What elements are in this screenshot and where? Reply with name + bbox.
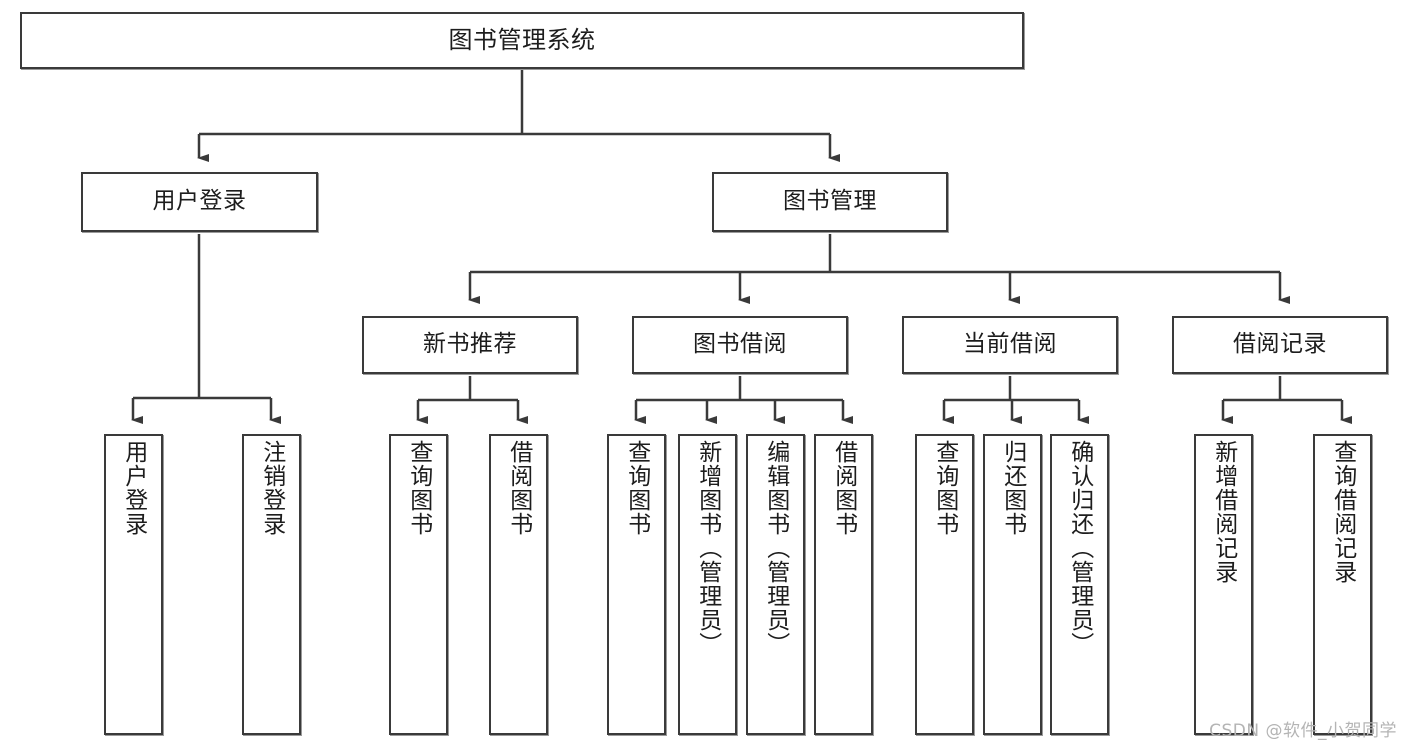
leaf-book-edit-admin[interactable]: 编辑图书（管理员） [746,434,805,735]
leaf-new-book-query[interactable]: 查询图书 [389,434,448,735]
leaf-new-book-query-label: 查询图书 [405,440,432,536]
leaf-user-login-label: 用户登录 [120,440,147,536]
leaf-current-return-label: 归还图书 [999,440,1026,536]
leaf-current-query-label: 查询图书 [931,440,958,536]
node-book-manage[interactable]: 图书管理 [712,172,948,232]
leaf-logout[interactable]: 注销登录 [242,434,301,735]
leaf-current-query[interactable]: 查询图书 [915,434,974,735]
leaf-book-add-admin-label: 新增图书（管理员） [694,440,721,656]
node-borrow-record-label: 借阅记录 [1233,331,1327,358]
leaf-book-borrow-query[interactable]: 查询图书 [607,434,666,735]
node-root-system[interactable]: 图书管理系统 [20,12,1024,69]
node-book-borrow[interactable]: 图书借阅 [632,316,848,374]
node-new-book-recommend[interactable]: 新书推荐 [362,316,578,374]
node-new-book-recommend-label: 新书推荐 [423,331,517,358]
leaf-confirm-return-admin-label: 确认归还（管理员） [1066,440,1093,656]
watermark-text: CSDN @软件_小贺同学 [1209,721,1397,741]
leaf-logout-label: 注销登录 [258,440,285,536]
node-borrow-record[interactable]: 借阅记录 [1172,316,1388,374]
leaf-book-edit-admin-label: 编辑图书（管理员） [762,440,789,656]
leaf-book-borrow-query-label: 查询图书 [623,440,650,536]
node-user-login-label: 用户登录 [152,188,247,215]
leaf-confirm-return-admin[interactable]: 确认归还（管理员） [1050,434,1109,735]
node-book-manage-label: 图书管理 [783,188,877,215]
node-book-borrow-label: 图书借阅 [693,331,787,358]
leaf-book-borrow-action[interactable]: 借阅图书 [814,434,873,735]
node-current-borrow-label: 当前借阅 [963,331,1057,358]
leaf-new-book-borrow[interactable]: 借阅图书 [489,434,548,735]
leaf-user-login[interactable]: 用户登录 [104,434,163,735]
leaf-current-return[interactable]: 归还图书 [983,434,1042,735]
node-user-login[interactable]: 用户登录 [81,172,318,232]
leaf-book-borrow-action-label: 借阅图书 [830,440,857,536]
leaf-record-add[interactable]: 新增借阅记录 [1194,434,1253,735]
node-current-borrow[interactable]: 当前借阅 [902,316,1118,374]
leaf-new-book-borrow-label: 借阅图书 [505,440,532,536]
leaf-record-add-label: 新增借阅记录 [1210,440,1237,584]
leaf-book-add-admin[interactable]: 新增图书（管理员） [678,434,737,735]
leaf-record-query[interactable]: 查询借阅记录 [1313,434,1372,735]
leaf-record-query-label: 查询借阅记录 [1329,440,1356,584]
node-root-system-label: 图书管理系统 [448,26,596,55]
